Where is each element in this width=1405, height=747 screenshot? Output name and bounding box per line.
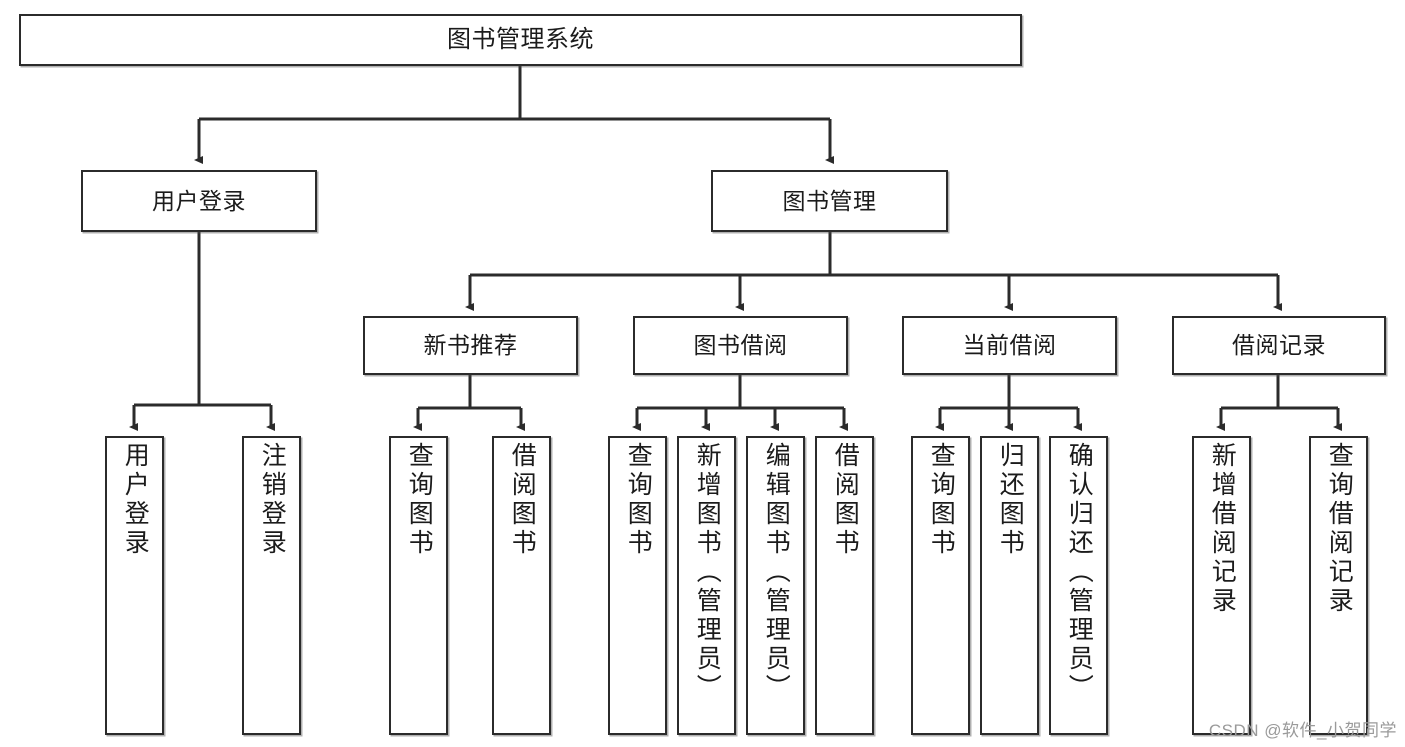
node-root[interactable]: 图书管理系统 [19, 14, 1022, 66]
node-borrow-record-label: 借阅记录 [1232, 332, 1326, 359]
leaf-query-record-label: 查询借阅记录 [1325, 442, 1354, 616]
leaf-return-book[interactable]: 归还图书 [980, 436, 1039, 735]
leaf-borrow-book-2-label: 借阅图书 [831, 442, 860, 558]
leaf-query-book-3-label: 查询图书 [927, 442, 956, 558]
leaf-add-book[interactable]: 新增图书（管理员） [677, 436, 736, 735]
leaf-query-book-3[interactable]: 查询图书 [911, 436, 970, 735]
leaf-borrow-book-1-label: 借阅图书 [508, 442, 537, 558]
node-current-borrow[interactable]: 当前借阅 [902, 316, 1117, 375]
node-new-book-rec[interactable]: 新书推荐 [363, 316, 578, 375]
node-user-login-label: 用户登录 [152, 187, 246, 214]
leaf-borrow-book-1[interactable]: 借阅图书 [492, 436, 551, 735]
leaf-logout[interactable]: 注销登录 [242, 436, 301, 735]
node-root-label: 图书管理系统 [447, 26, 594, 54]
leaf-query-book-1-label: 查询图书 [405, 442, 434, 558]
leaf-logout-label: 注销登录 [258, 442, 287, 558]
leaf-query-record[interactable]: 查询借阅记录 [1309, 436, 1368, 735]
csdn-watermark: CSDN @软件_小贺同学 [1208, 721, 1397, 740]
node-new-book-rec-label: 新书推荐 [423, 332, 518, 359]
leaf-add-record-label: 新增借阅记录 [1208, 442, 1237, 616]
leaf-edit-book[interactable]: 编辑图书（管理员） [746, 436, 805, 735]
leaf-user-login-label: 用户登录 [121, 442, 150, 558]
leaf-confirm-return[interactable]: 确认归还（管理员） [1049, 436, 1108, 735]
leaf-user-login[interactable]: 用户登录 [105, 436, 164, 735]
leaf-add-book-label: 新增图书（管理员） [693, 442, 722, 703]
node-current-borrow-label: 当前借阅 [962, 332, 1057, 359]
leaf-add-record[interactable]: 新增借阅记录 [1192, 436, 1251, 735]
node-user-login[interactable]: 用户登录 [81, 170, 317, 232]
leaf-query-book-2[interactable]: 查询图书 [608, 436, 667, 735]
node-book-borrow[interactable]: 图书借阅 [633, 316, 848, 375]
leaf-edit-book-label: 编辑图书（管理员） [762, 442, 791, 703]
node-book-manage[interactable]: 图书管理 [711, 170, 948, 232]
node-borrow-record[interactable]: 借阅记录 [1172, 316, 1386, 375]
leaf-query-book-1[interactable]: 查询图书 [389, 436, 448, 735]
leaf-query-book-2-label: 查询图书 [624, 442, 653, 558]
node-book-manage-label: 图书管理 [782, 187, 877, 214]
leaf-return-book-label: 归还图书 [996, 442, 1025, 558]
leaf-borrow-book-2[interactable]: 借阅图书 [815, 436, 874, 735]
node-book-borrow-label: 图书借阅 [693, 332, 788, 359]
leaf-confirm-return-label: 确认归还（管理员） [1065, 442, 1094, 703]
